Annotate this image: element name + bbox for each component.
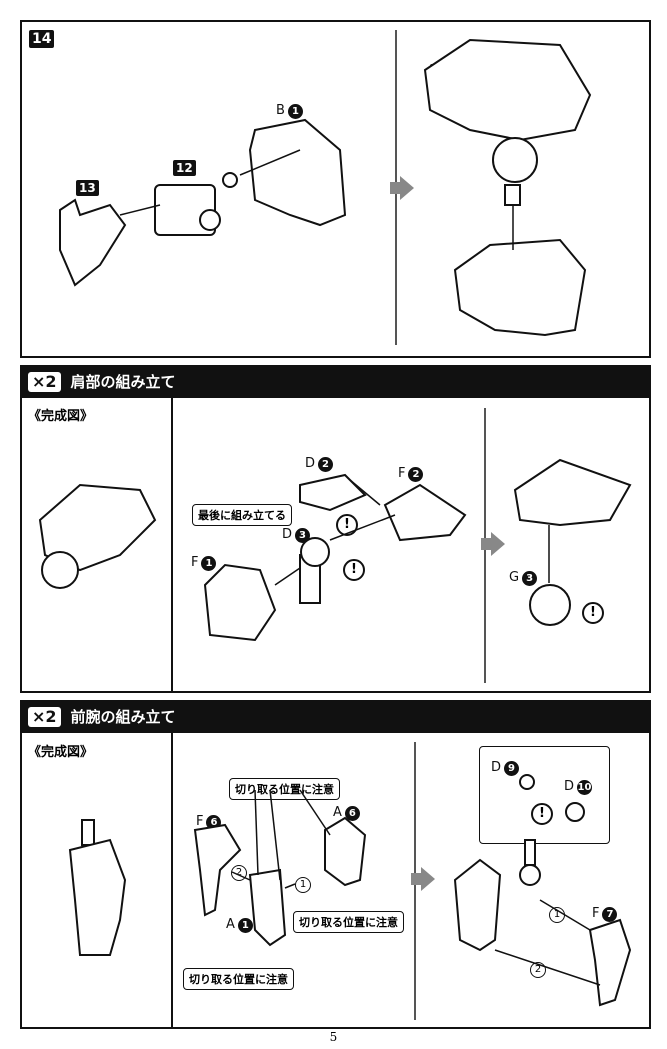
note-cut-position: 切り取る位置に注意: [293, 911, 404, 933]
shoulder-panel: [20, 396, 651, 693]
part-f1: [203, 563, 277, 642]
next-arrow-icon: [390, 176, 414, 200]
note-cut-position: 切り取る位置に注意: [229, 778, 340, 800]
section-header-shoulder: ×2 肩部の組み立て: [20, 365, 651, 398]
order-1-icon: 1: [295, 877, 311, 893]
part-f6: [193, 823, 242, 917]
part-g3: [529, 584, 571, 626]
step-number: 14: [29, 30, 55, 48]
complete-label: 《完成図》: [28, 409, 94, 424]
page-number: 5: [329, 1030, 338, 1044]
part-f7: [588, 918, 632, 1007]
caution-icon: !: [531, 803, 553, 825]
column-divider: [171, 397, 173, 692]
part-13: [59, 198, 127, 287]
caution-icon: !: [336, 514, 358, 536]
step-14-panel: [20, 20, 651, 358]
part-d2: [299, 473, 367, 512]
caution-icon: !: [343, 559, 365, 581]
shoulder-illustration: [38, 458, 632, 642]
section-title: 肩部の組み立て: [70, 373, 176, 391]
shoulder-assembled: [513, 458, 632, 527]
part-d3: [300, 537, 330, 567]
step-14-illustration: [59, 38, 592, 337]
next-arrow-icon: [481, 532, 505, 556]
quantity-badge: ×2: [28, 706, 61, 727]
note-cut-position: 切り取る位置に注意: [183, 968, 294, 990]
detail-inset: [479, 746, 610, 844]
part-b1: [248, 118, 347, 227]
section-title: 前腕の組み立て: [70, 708, 176, 726]
column-divider: [171, 732, 173, 1028]
part-9-top: [423, 38, 592, 142]
forearm-assembled: [453, 858, 502, 952]
part-a1: [248, 868, 287, 947]
forearm-panel: [20, 731, 651, 1029]
part-f2: [383, 483, 467, 542]
complete-forearm: [68, 838, 127, 956]
quantity-badge: ×2: [28, 371, 61, 392]
section-header-forearm: ×2 前腕の組み立て: [20, 700, 651, 733]
next-arrow-icon: [411, 867, 435, 891]
caution-icon: !: [582, 602, 604, 624]
complete-label: 《完成図》: [28, 745, 94, 760]
part-label-12: 12: [173, 160, 196, 176]
part-label-13: 13: [76, 180, 99, 196]
note-assemble-last: 最後に組み立てる: [192, 504, 292, 526]
part-a6: [324, 816, 367, 887]
